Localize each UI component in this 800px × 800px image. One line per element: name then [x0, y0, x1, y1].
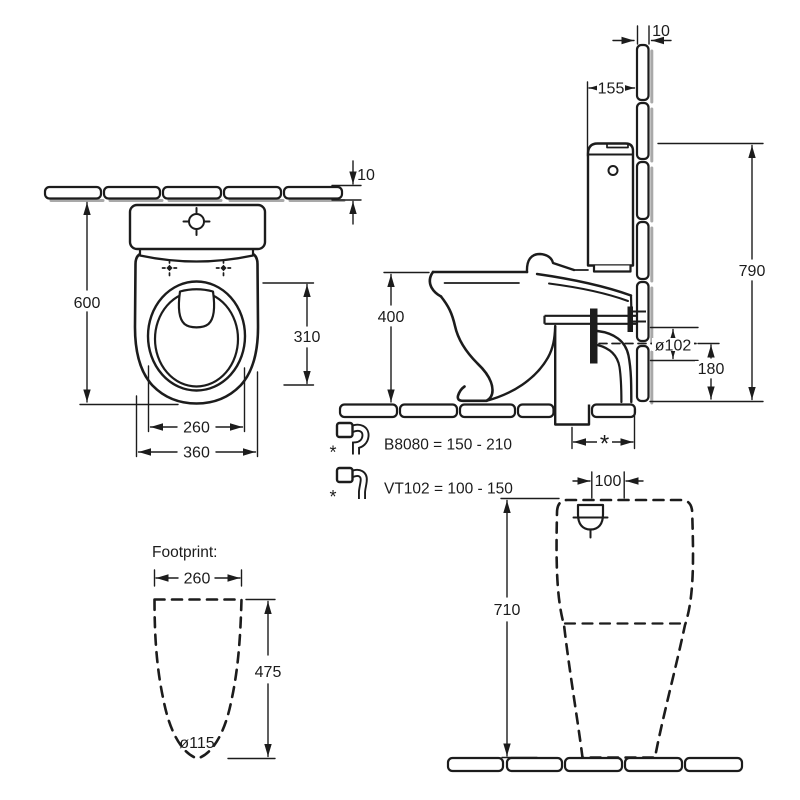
- wall-tile: [102, 185, 162, 200]
- floor-tile: [338, 403, 399, 419]
- dim-plan-wall-thickness: 10: [331, 160, 375, 225]
- wall-tile: [43, 185, 103, 200]
- floor-tile: [683, 756, 744, 773]
- dim-label: 360: [183, 445, 210, 462]
- dim-side-overall-height: 790: [649, 142, 770, 403]
- plan-view: 10 600 310 260: [43, 160, 375, 462]
- floor-tiles-rear: [446, 756, 744, 773]
- cistern-side: [586, 142, 635, 267]
- bowl-rim-plan: [146, 280, 247, 392]
- wall-tile: [635, 160, 650, 221]
- dim-plan-overall-width: 360: [135, 371, 259, 462]
- water-inlet-icon: [572, 503, 609, 539]
- footprint-outlet-label: ø115: [179, 735, 214, 752]
- dim-side-outlet-offset: *: [571, 408, 636, 458]
- wall-collar: [627, 306, 633, 332]
- legend-star: *: [329, 443, 336, 463]
- floor-tile: [505, 756, 564, 773]
- footprint-view: Footprint: 260 475 ø115: [152, 544, 286, 760]
- dim-label: 790: [739, 263, 766, 280]
- dim-label: 155: [598, 81, 625, 98]
- floor-tiles-side: [338, 403, 637, 419]
- dim-rear-height: 710: [490, 497, 560, 759]
- dim-label: 310: [294, 329, 321, 346]
- dim-label: 180: [698, 361, 725, 378]
- dim-label: 260: [184, 571, 211, 588]
- wall-tiles-side: [635, 43, 650, 403]
- cistern-button-icon: [607, 165, 619, 176]
- connector-legend: * B8080 = 150 - 210 * VT102 = 100 - 150: [329, 421, 513, 507]
- wall-tile: [222, 185, 283, 200]
- cistern-base-lip: [592, 264, 632, 273]
- footprint-outline: [153, 598, 243, 760]
- pan-profile-side: [428, 252, 633, 403]
- wall-tile: [635, 43, 650, 102]
- floor-tile: [446, 756, 505, 773]
- dim-footprint-width: 260: [153, 569, 243, 588]
- floor-tile: [516, 403, 555, 419]
- cistern-lid-lip: [138, 246, 255, 263]
- dim-label: 475: [255, 664, 282, 681]
- flush-button-icon: [182, 207, 211, 236]
- floor-tile: [590, 403, 637, 419]
- wall-tile: [635, 101, 650, 161]
- cistern-lid-tab: [606, 142, 629, 149]
- dim-label: 10: [652, 23, 670, 40]
- wall-tiles-top: [43, 185, 344, 200]
- outlet-flange: [590, 308, 598, 364]
- dim-plan-bowl-width: 260: [147, 365, 246, 437]
- footprint-title: Footprint:: [152, 544, 217, 561]
- wall-tile: [161, 185, 223, 200]
- seat-hinge-markers: [161, 259, 232, 277]
- dim-plan-projection: 600: [70, 201, 179, 406]
- floor-tile: [563, 756, 624, 773]
- dim-label: 600: [74, 295, 101, 312]
- side-view: 10 155 790 400: [338, 23, 770, 458]
- legend-label-b8080: B8080 = 150 - 210: [384, 437, 512, 454]
- dim-plan-bowl-length: 310: [262, 282, 324, 386]
- dim-side-tile-thickness: 10: [612, 23, 672, 45]
- dim-side-bowl-height: 400: [374, 271, 430, 403]
- dim-label: 100: [595, 473, 622, 490]
- rear-outline: [555, 498, 695, 759]
- dim-label: ø102: [655, 338, 692, 355]
- wall-tile: [282, 185, 344, 200]
- offset-connector-icon-b8080: [335, 421, 370, 455]
- legend-star: *: [329, 487, 336, 507]
- dim-rear-inlet-offset: 100: [572, 471, 644, 499]
- wall-tile: [635, 344, 650, 403]
- dim-side-outlet-height: 180: [695, 342, 727, 400]
- legend-label-vt102: VT102 = 100 - 150: [384, 481, 513, 498]
- dim-label: 10: [357, 167, 375, 184]
- dim-label: 260: [183, 420, 210, 437]
- floor-tile: [458, 403, 517, 419]
- floor-tile: [398, 403, 459, 419]
- wall-tile: [635, 220, 650, 281]
- offset-connector-icon-vt102: [335, 466, 368, 499]
- dim-side-cistern-to-wall: 155: [586, 80, 636, 157]
- floor-tile: [623, 756, 684, 773]
- cistern-plan: [128, 203, 267, 251]
- dim-star-label: *: [600, 431, 609, 458]
- dim-label: 400: [378, 309, 405, 326]
- dim-footprint-depth: 475: [227, 598, 286, 760]
- dim-label: 710: [494, 602, 521, 619]
- outlet-trap-detail: [543, 306, 697, 426]
- dim-side-outlet-diameter: ø102: [649, 326, 699, 362]
- rear-view: 100 710: [446, 471, 744, 773]
- flush-ledge-plan: [177, 288, 216, 329]
